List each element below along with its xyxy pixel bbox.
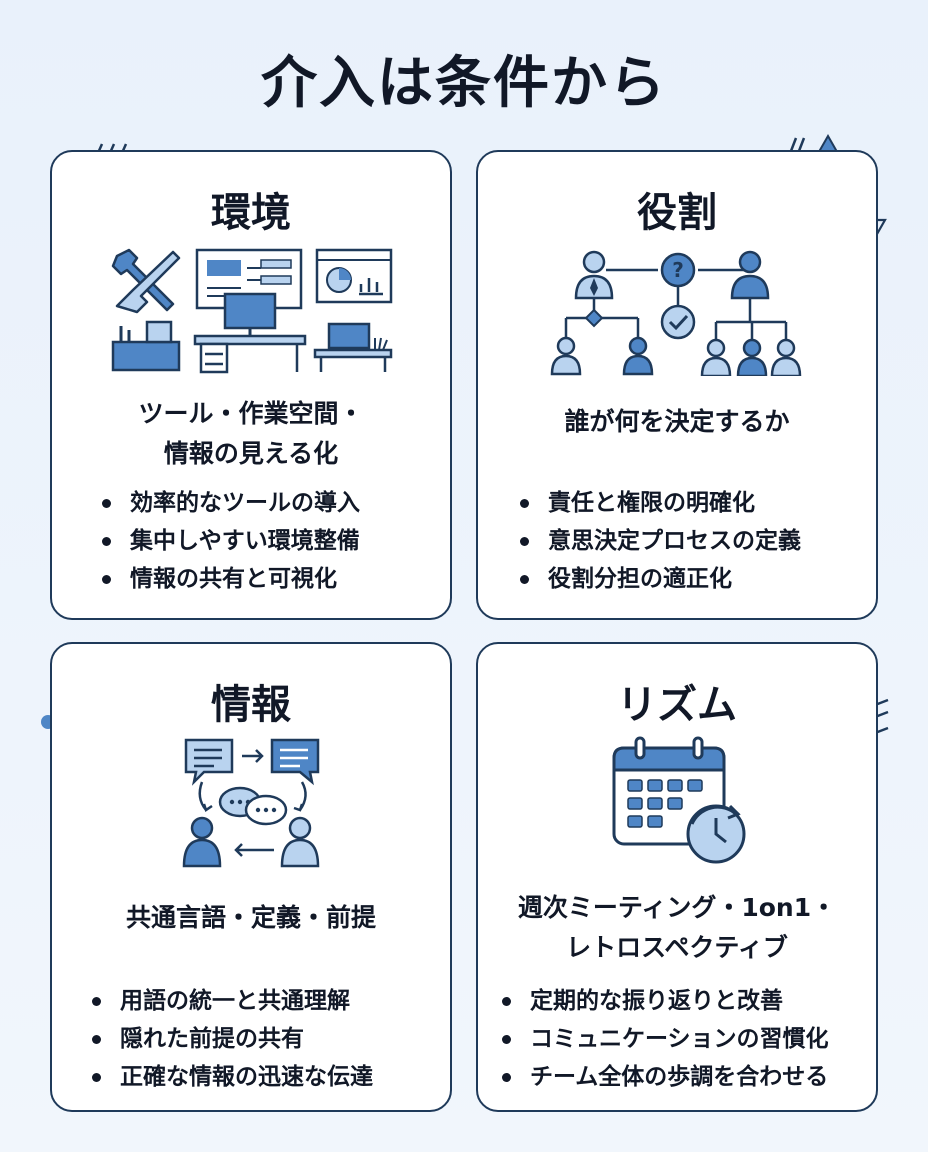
list-item: 定期的な振り返りと改善 xyxy=(500,982,829,1020)
communication-icon xyxy=(182,738,320,868)
svg-text:?: ? xyxy=(672,258,684,282)
card-subtitle: 週次ミーティング・1on1・ レトロスペクティブ xyxy=(478,888,876,968)
bullet-list: 用語の統一と共通理解 隠れた前提の共有 正確な情報の迅速な伝達 xyxy=(90,982,373,1096)
card-subtitle: ツール・作業空間・ 情報の見える化 xyxy=(52,394,450,474)
card-subtitle: 誰が何を決定するか xyxy=(478,402,876,442)
card-roles: 役割 ? xyxy=(476,150,878,620)
list-item: チーム全体の歩調を合わせる xyxy=(500,1058,829,1096)
card-environment: 環境 ツール・作業空間・ 情報の見える xyxy=(50,150,452,620)
card-subtitle-line: 共通言語・定義・前提 xyxy=(125,903,376,932)
card-rhythm: リズム 週次ミーティング・1on1・ レトロスペクティブ 定期的な振り返りと改善… xyxy=(476,642,878,1112)
list-item: 情報の共有と可視化 xyxy=(100,560,360,598)
bullet-list: 効率的なツールの導入 集中しやすい環境整備 情報の共有と可視化 xyxy=(100,484,360,598)
org-chart-icon: ? xyxy=(550,250,802,376)
card-information: 情報 共通言語・定義・前提 用語の統一と共通理解 隠れた前提の xyxy=(50,642,452,1112)
card-subtitle: 共通言語・定義・前提 xyxy=(52,898,450,938)
list-item: 用語の統一と共通理解 xyxy=(90,982,373,1020)
card-title: 情報 xyxy=(211,682,291,728)
card-title: 役割 xyxy=(637,190,717,236)
bullet-list: 定期的な振り返りと改善 コミュニケーションの習慣化 チーム全体の歩調を合わせる xyxy=(500,982,829,1096)
list-item: 集中しやすい環境整備 xyxy=(100,522,360,560)
calendar-clock-icon xyxy=(612,736,746,864)
list-item: 責任と権限の明確化 xyxy=(518,484,801,522)
card-subtitle-line: 情報の見える化 xyxy=(163,439,339,468)
card-subtitle-line: 誰が何を決定するか xyxy=(564,407,790,436)
list-item: 正確な情報の迅速な伝達 xyxy=(90,1058,373,1096)
list-item: コミュニケーションの習慣化 xyxy=(500,1020,829,1058)
page-title: 介入は条件から xyxy=(261,51,667,116)
list-item: 隠れた前提の共有 xyxy=(90,1020,373,1058)
list-item: 役割分担の適正化 xyxy=(518,560,801,598)
list-item: 意思決定プロセスの定義 xyxy=(518,522,801,560)
card-subtitle-line: レトロスペクティブ xyxy=(566,933,788,962)
workspace-tools-icon xyxy=(111,248,393,374)
card-subtitle-line: ツール・作業空間・ xyxy=(138,399,364,428)
card-title: 環境 xyxy=(211,190,291,236)
card-title: リズム xyxy=(617,682,737,728)
bullet-list: 責任と権限の明確化 意思決定プロセスの定義 役割分担の適正化 xyxy=(518,484,801,598)
list-item: 効率的なツールの導入 xyxy=(100,484,360,522)
card-subtitle-line: 週次ミーティング・1on1・ xyxy=(517,893,837,922)
